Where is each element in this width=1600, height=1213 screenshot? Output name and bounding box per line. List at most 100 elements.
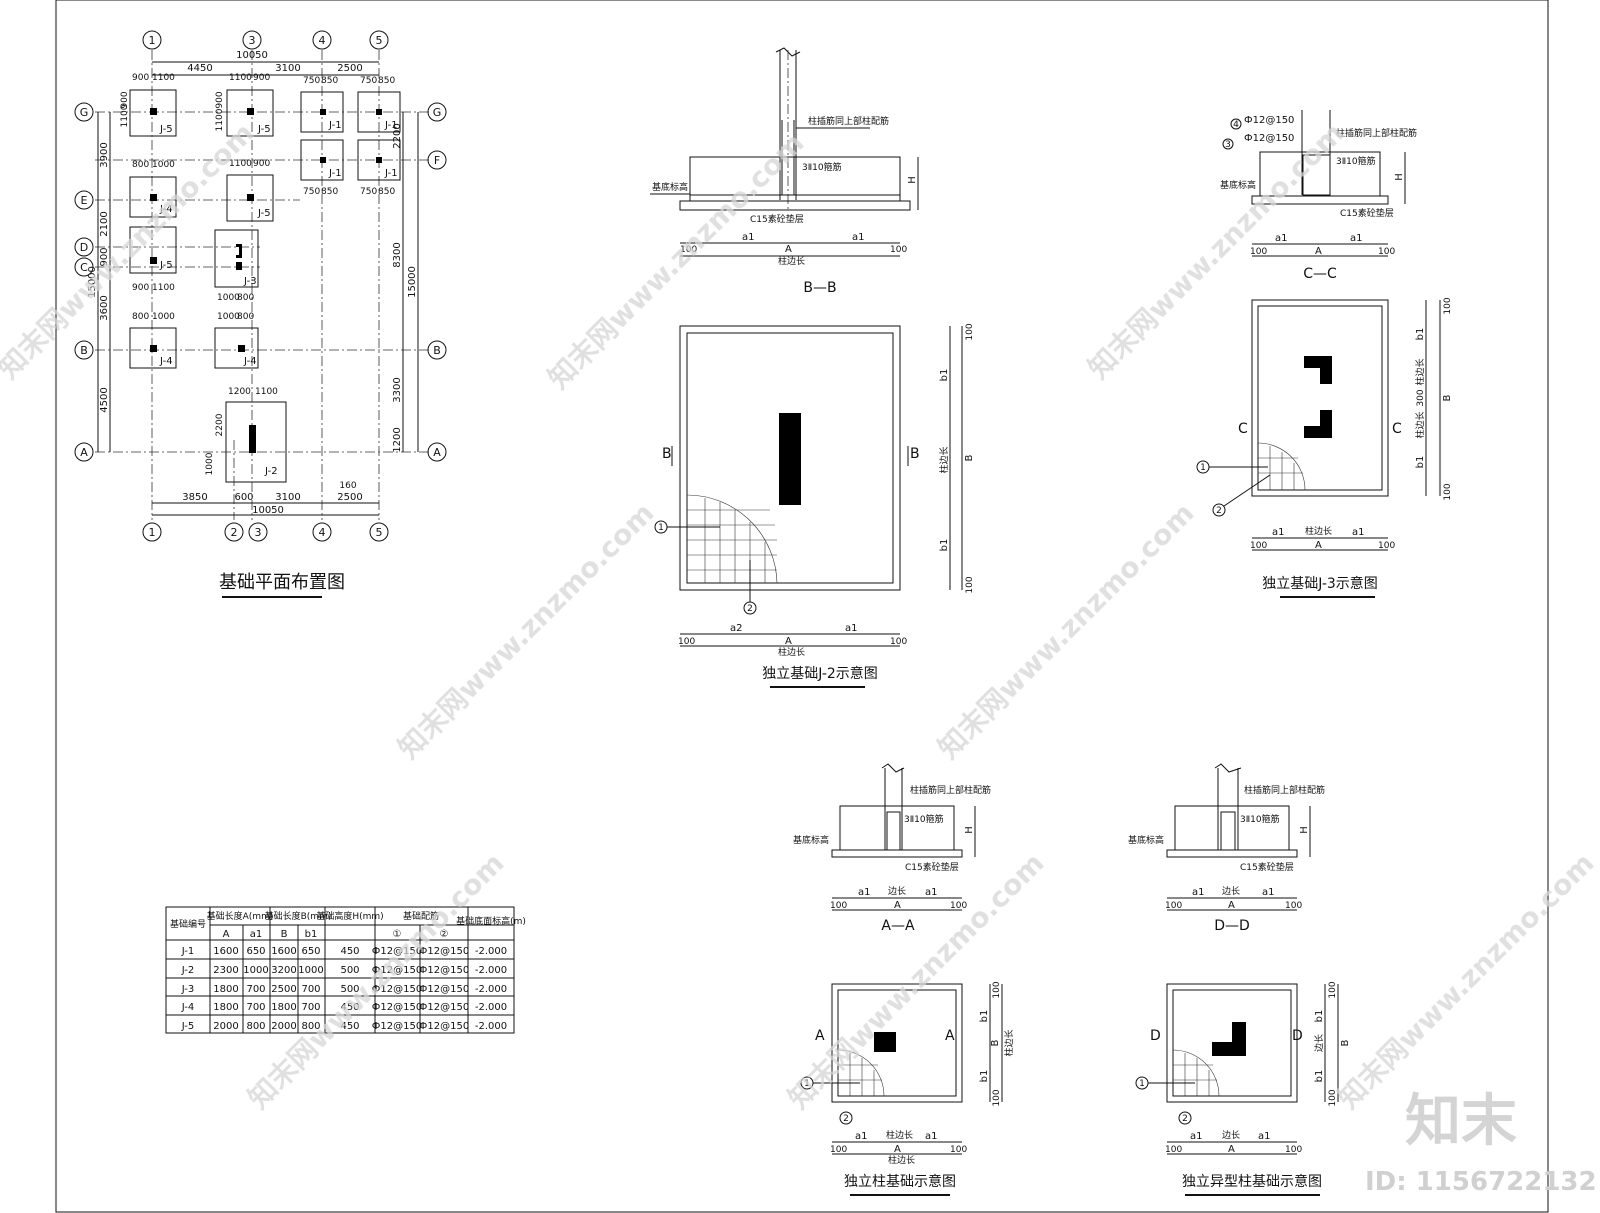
bb-note-rebar: 柱插筋同上部柱配筋 xyxy=(808,115,889,127)
plan-dim-bottom-3: 2500 xyxy=(337,492,362,503)
table-header-elev: 基础底面标高(m) xyxy=(456,915,526,927)
svg-text:Ф12@150: Ф12@150 xyxy=(372,946,422,957)
cc-rebar-3: Ф12@150 xyxy=(1244,133,1294,144)
svg-text:100: 100 xyxy=(965,576,975,593)
cc-title: C—C xyxy=(1303,266,1337,282)
brand-logo: 知末 xyxy=(1405,1089,1517,1154)
svg-text:100: 100 xyxy=(1165,901,1182,911)
watermark-text: 知末网www.znzmo.com xyxy=(1332,846,1600,1115)
plan-dim-bottom-0: 3850 xyxy=(182,492,207,503)
svg-text:1000: 1000 xyxy=(217,293,240,303)
svg-text:J-1: J-1 xyxy=(384,168,398,179)
svg-text:1: 1 xyxy=(658,523,664,533)
svg-text:800: 800 xyxy=(237,293,254,303)
svg-text:Ф12@150: Ф12@150 xyxy=(419,965,469,976)
svg-text:H: H xyxy=(1299,826,1310,834)
svg-text:a1: a1 xyxy=(845,623,858,634)
table-header-rebar: 基础配筋 xyxy=(403,910,439,922)
axis-bubble-left-C: C xyxy=(74,257,94,277)
svg-text:1000: 1000 xyxy=(217,312,240,322)
svg-text:b1: b1 xyxy=(979,1070,990,1083)
footing-0: J-5 900 1100 1100 900 xyxy=(120,73,177,137)
plan-dim-bottom-2: 3100 xyxy=(275,492,300,503)
svg-text:850: 850 xyxy=(321,187,338,197)
svg-text:100: 100 xyxy=(950,1145,967,1155)
axis-bubble-left-B: B xyxy=(74,340,94,360)
svg-text:J-5: J-5 xyxy=(257,208,271,219)
svg-text:3: 3 xyxy=(249,34,256,47)
plan-j3: 1 2 C C a1 柱边长 a1 A 100 100 b1 柱边长 300 柱… xyxy=(1196,297,1453,598)
svg-text:a1: a1 xyxy=(742,232,755,243)
svg-text:1: 1 xyxy=(149,34,156,47)
svg-text:柱边长: 柱边长 xyxy=(778,646,805,658)
footing-7: J-5 1100 900 xyxy=(226,159,274,222)
svg-text:Ф12@150: Ф12@150 xyxy=(419,946,469,957)
col-cut-left: A xyxy=(815,1028,825,1044)
table-row: J-4 1800 700 1800 700 450 Ф12@150 Ф12@15… xyxy=(181,1002,507,1013)
svg-text:1100: 1100 xyxy=(215,108,225,131)
plan-dim-right-0: 2200 xyxy=(392,123,403,148)
svg-text:3200: 3200 xyxy=(271,965,296,976)
svg-text:100: 100 xyxy=(1328,1089,1338,1106)
cc-note-base: 基底标高 xyxy=(1220,179,1256,191)
svg-text:1000: 1000 xyxy=(243,965,268,976)
svg-text:900: 900 xyxy=(132,283,149,293)
j3-cut-left: C xyxy=(1238,421,1248,437)
svg-text:Ф12@150: Ф12@150 xyxy=(372,984,422,995)
bb-note-cushion: C15素砼垫层 xyxy=(750,213,804,225)
svg-text:边长: 边长 xyxy=(1222,885,1240,897)
svg-text:A: A xyxy=(223,929,230,940)
footing-10: J-4 800 1000 xyxy=(129,312,177,369)
svg-text:100: 100 xyxy=(992,981,1002,998)
svg-text:750: 750 xyxy=(303,187,320,197)
watermark-text: 知末网www.znzmo.com xyxy=(1082,116,1351,385)
dd-note-rebar: 柱插筋同上部柱配筋 xyxy=(1244,784,1325,796)
footing-11: J-4 1000 800 xyxy=(214,312,259,369)
irr-cut-left: D xyxy=(1150,1028,1161,1044)
svg-text:2: 2 xyxy=(843,1114,849,1124)
svg-text:B: B xyxy=(964,454,975,461)
watermark-text: 知末网www.znzmo.com xyxy=(782,846,1051,1115)
svg-text:100: 100 xyxy=(1328,981,1338,998)
j3-cut-right: C xyxy=(1392,421,1402,437)
svg-text:1: 1 xyxy=(1200,463,1206,473)
watermark-text: 知末网www.znzmo.com xyxy=(242,846,511,1115)
svg-text:650: 650 xyxy=(246,946,265,957)
table-row: J-2 2300 1000 3200 1000 500 Ф12@150 Ф12@… xyxy=(181,965,507,976)
bb-title: B—B xyxy=(803,280,836,296)
axis-bubble-right-A: A xyxy=(427,442,447,462)
svg-text:100: 100 xyxy=(678,637,695,647)
svg-text:750: 750 xyxy=(360,187,377,197)
svg-text:450: 450 xyxy=(340,1021,359,1032)
aa-note-stirrup: 3Ⅱ10箍筋 xyxy=(904,813,944,825)
svg-text:1000: 1000 xyxy=(205,452,215,475)
cc-note-stirrup: 3Ⅱ10箍筋 xyxy=(1336,155,1376,167)
svg-text:G: G xyxy=(433,106,442,119)
svg-text:1: 1 xyxy=(1139,1079,1145,1089)
axis-bubble-left-E: E xyxy=(74,190,94,210)
svg-text:B: B xyxy=(1340,1039,1351,1046)
axis-bubble-top-4: 4 xyxy=(312,30,332,50)
parameter-table: 基础编号 基础长度A(mm) 基础长度B(mm) 基础高度H(mm) 基础配筋 … xyxy=(165,906,526,1034)
svg-text:a1: a1 xyxy=(1272,527,1285,538)
svg-text:B: B xyxy=(433,344,441,357)
plan-dim-right-total: 15000 xyxy=(407,266,418,298)
svg-text:J-1: J-1 xyxy=(328,120,342,131)
svg-text:2: 2 xyxy=(1182,1114,1188,1124)
svg-text:900: 900 xyxy=(253,159,270,169)
plan-dim-top-0: 4450 xyxy=(187,63,212,74)
svg-text:1600: 1600 xyxy=(271,946,296,957)
svg-text:850: 850 xyxy=(378,76,395,86)
svg-text:Ф12@150: Ф12@150 xyxy=(372,1002,422,1013)
irr-cut-right: D xyxy=(1292,1028,1303,1044)
svg-text:750: 750 xyxy=(303,76,320,86)
svg-text:J-5: J-5 xyxy=(159,260,173,271)
svg-text:2: 2 xyxy=(1216,506,1222,516)
svg-text:A: A xyxy=(1315,540,1322,551)
image-id: ID: 1156722132 xyxy=(1365,1167,1597,1197)
axis-bubble-left-A: A xyxy=(74,442,94,462)
aa-note-rebar: 柱插筋同上部柱配筋 xyxy=(910,784,991,796)
svg-text:2: 2 xyxy=(231,526,238,539)
svg-text:1600: 1600 xyxy=(213,946,238,957)
svg-text:J-4: J-4 xyxy=(159,356,173,367)
